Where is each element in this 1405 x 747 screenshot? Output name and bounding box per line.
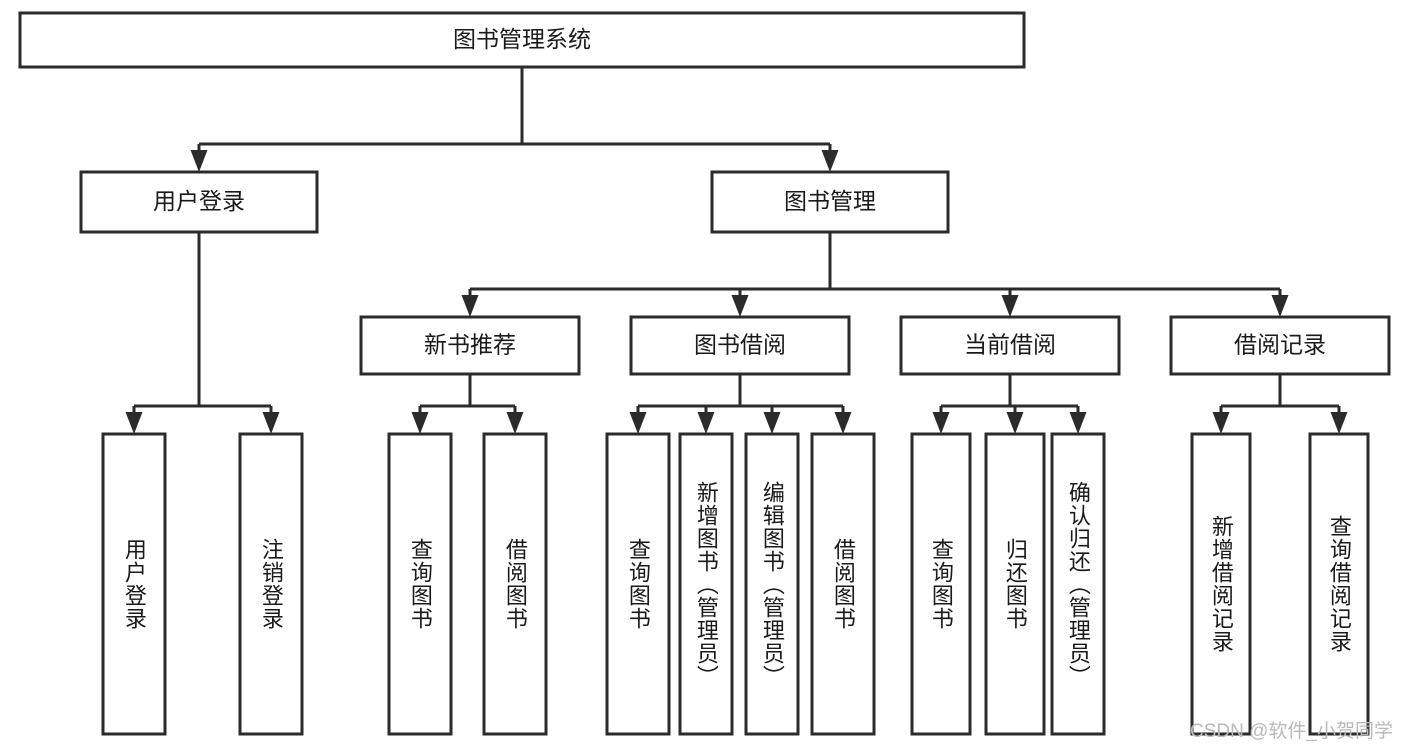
node-l_q1[interactable] (387, 432, 453, 736)
node-l_return[interactable] (984, 432, 1046, 736)
node-box-l_user_login[interactable] (101, 432, 167, 736)
node-n_current[interactable]: 当前借阅 (899, 315, 1121, 376)
node-label-n_records: 借阅记录 (1234, 332, 1326, 358)
node-n_book_mgmt[interactable]: 图书管理 (710, 170, 950, 234)
node-n_new_rec[interactable]: 新书推荐 (359, 315, 581, 376)
node-l_b2[interactable] (810, 432, 876, 736)
node-l_q3[interactable] (910, 432, 972, 736)
node-label-n_new_rec: 新书推荐 (424, 332, 516, 358)
node-box-l_q2[interactable] (605, 432, 671, 736)
node-label-root: 图书管理系统 (453, 26, 591, 52)
node-box-l_return[interactable] (984, 432, 1046, 736)
node-l_add_rec[interactable] (1190, 432, 1252, 736)
node-box-n_new_rec[interactable] (359, 315, 581, 376)
node-l_edit_book[interactable] (744, 432, 800, 736)
node-box-l_add_rec[interactable] (1190, 432, 1252, 736)
node-l_add_book[interactable] (678, 432, 734, 736)
node-box-l_q3[interactable] (910, 432, 972, 736)
node-label-n_borrow: 图书借阅 (694, 332, 786, 358)
node-label-n_user_login: 用户登录 (153, 188, 245, 214)
node-l_q2[interactable] (605, 432, 671, 736)
node-box-root[interactable] (18, 11, 1026, 69)
node-l_logout[interactable] (238, 432, 304, 736)
node-l_b1[interactable] (482, 432, 548, 736)
node-box-l_q_rec[interactable] (1308, 432, 1370, 736)
node-box-n_user_login[interactable] (79, 170, 319, 234)
node-l_q_rec[interactable] (1308, 432, 1370, 736)
node-box-l_add_book[interactable] (678, 432, 734, 736)
node-box-l_q1[interactable] (387, 432, 453, 736)
node-n_records[interactable]: 借阅记录 (1169, 315, 1391, 376)
node-n_user_login[interactable]: 用户登录 (79, 170, 319, 234)
node-box-n_book_mgmt[interactable] (710, 170, 950, 234)
node-l_user_login[interactable] (101, 432, 167, 736)
node-box-l_logout[interactable] (238, 432, 304, 736)
node-label-n_book_mgmt: 图书管理 (784, 188, 876, 214)
node-box-n_current[interactable] (899, 315, 1121, 376)
node-box-l_b2[interactable] (810, 432, 876, 736)
node-box-l_edit_book[interactable] (744, 432, 800, 736)
node-box-l_confirm[interactable] (1050, 432, 1106, 736)
node-box-l_b1[interactable] (482, 432, 548, 736)
node-root[interactable]: 图书管理系统 (18, 11, 1026, 69)
node-label-n_current: 当前借阅 (964, 332, 1056, 358)
node-box-n_borrow[interactable] (629, 315, 851, 376)
node-n_borrow[interactable]: 图书借阅 (629, 315, 851, 376)
edge-layer (125, 67, 1348, 434)
node-box-n_records[interactable] (1169, 315, 1391, 376)
node-l_confirm[interactable] (1050, 432, 1106, 736)
